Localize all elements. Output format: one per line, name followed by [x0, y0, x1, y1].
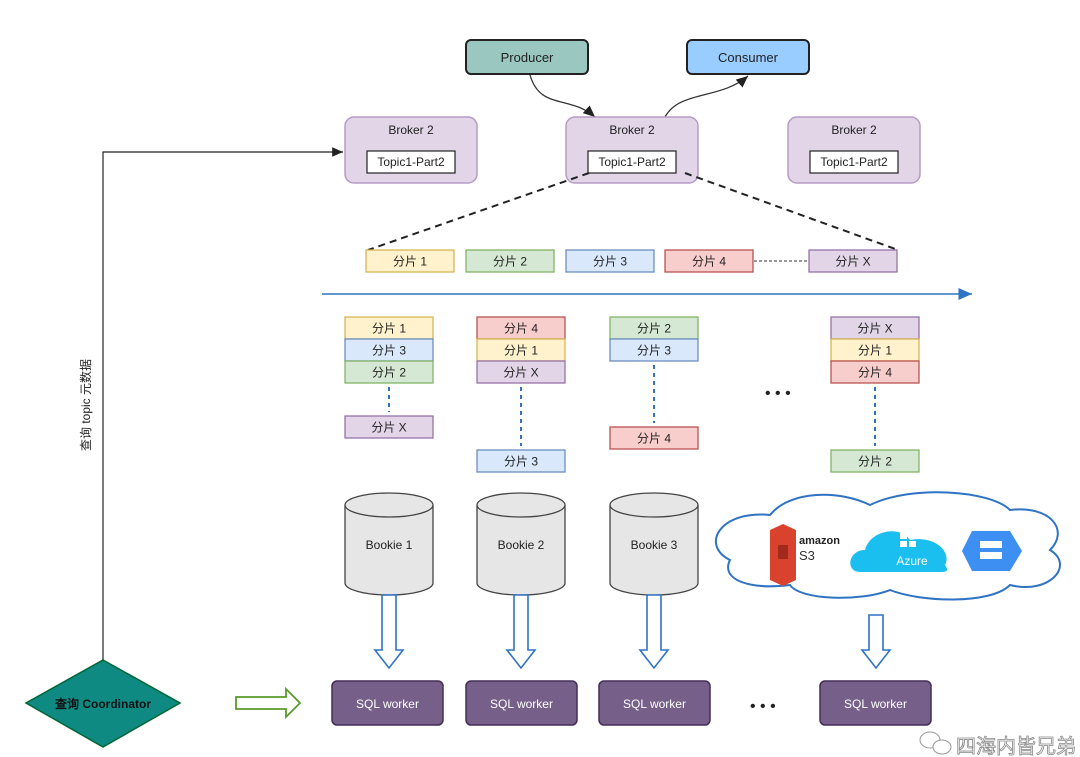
shard-label: 分片 1 [372, 322, 406, 336]
sql-worker-node: SQL worker [465, 680, 578, 726]
consumer-label: Consumer [718, 50, 779, 65]
shard-label: 分片 3 [593, 255, 627, 269]
shard-box: 分片 1 [830, 338, 920, 362]
topic-partition-box [809, 150, 899, 174]
bookie-shard-column: 分片 4 分片 1 分片 X 分片 3 [476, 316, 566, 473]
bookie-storage: Bookie 2 [476, 492, 566, 596]
shard-box: 分片 X [476, 360, 566, 384]
sql-worker-label: SQL worker [490, 697, 553, 711]
produce-arrow [529, 74, 596, 118]
shard-box: 分片 X [344, 415, 434, 439]
shard-label: 分片 1 [393, 255, 427, 269]
down-arrow-icon [638, 594, 670, 670]
shard-label: 分片 2 [493, 255, 527, 269]
shard-box: 分片 2 [344, 360, 434, 384]
expand-line-right [684, 172, 899, 251]
azure-cloud-icon [850, 531, 948, 572]
sql-worker-node: SQL worker [331, 680, 444, 726]
shard-label: 分片 4 [504, 322, 538, 336]
metadata-query-label: 查询 topic 元数据 [78, 359, 93, 451]
consume-arrow [664, 75, 749, 118]
shard-box: 分片 X [808, 249, 898, 273]
broker-node: Broker 2 Topic1-Part2 [787, 116, 921, 184]
bookie-storage: Bookie 3 [609, 492, 699, 596]
shard-label: 分片 3 [637, 344, 671, 358]
cloud-storage: amazon S3 Azure [714, 491, 1061, 601]
topic-partition-box [587, 150, 677, 174]
topic-partition-box [366, 150, 456, 174]
broker-node: Broker 2 Topic1-Part2 [344, 116, 478, 184]
sql-worker-node: SQL worker [819, 680, 932, 726]
bookie-shard-column: 分片 X 分片 1 分片 4 分片 2 [830, 316, 920, 473]
bookie-label: Bookie 1 [366, 538, 413, 552]
broker-label: Broker 2 [831, 123, 877, 137]
metadata-query-arrow [102, 147, 343, 660]
bookie-shard-column: 分片 2 分片 3 分片 4 [609, 316, 699, 450]
amazon-label: amazon [799, 535, 840, 547]
shard-label: 分片 2 [637, 322, 671, 336]
shard-label: 分片 3 [372, 344, 406, 358]
producer-node: Producer [465, 39, 589, 75]
shard-label: 分片 X [371, 421, 406, 435]
sql-worker-label: SQL worker [844, 697, 907, 711]
shard-label: 分片 1 [504, 344, 538, 358]
s3-label: S3 [799, 548, 815, 563]
shard-label: 分片 X [857, 322, 892, 336]
broker-label: Broker 2 [388, 123, 434, 137]
sql-worker-node: SQL worker [598, 680, 711, 726]
shard-label: 分片 1 [858, 344, 892, 358]
shard-box: 分片 4 [476, 316, 566, 340]
shard-box: 分片 3 [609, 338, 699, 362]
topic-partition-label: Topic1-Part2 [820, 155, 888, 169]
watermark-text: 四海内皆兄弟 [956, 735, 1076, 757]
shard-box: 分片 4 [609, 426, 699, 450]
sql-worker-label: SQL worker [356, 697, 419, 711]
bookie-storage: Bookie 1 [344, 492, 434, 596]
broker-node: Broker 2 Topic1-Part2 [565, 116, 699, 184]
shard-box: 分片 X [830, 316, 920, 340]
wechat-watermark: 四海内皆兄弟 [919, 731, 1076, 757]
shard-box: 分片 2 [465, 249, 555, 273]
shard-label: 分片 4 [692, 255, 726, 269]
coordinator-label: 查询 Coordinator [54, 696, 151, 711]
shard-box: 分片 2 [830, 449, 920, 473]
shard-box: 分片 3 [565, 249, 655, 273]
ellipsis-workers: • • • [750, 698, 776, 715]
shard-box: 分片 1 [476, 338, 566, 362]
shard-label: 分片 4 [637, 432, 671, 446]
producer-label: Producer [501, 50, 554, 65]
shard-box: 分片 3 [476, 449, 566, 473]
azure-label: Azure [896, 554, 928, 568]
shard-label: 分片 X [503, 366, 538, 380]
shard-box: 分片 1 [365, 249, 455, 273]
dispatch-arrow [235, 686, 302, 720]
shard-box: 分片 1 [344, 316, 434, 340]
topic-partition-label: Topic1-Part2 [598, 155, 666, 169]
bookie-label: Bookie 2 [498, 538, 545, 552]
shard-box: 分片 4 [664, 249, 754, 273]
bookie-shard-column: 分片 1 分片 3 分片 2 分片 X [344, 316, 434, 439]
consumer-node: Consumer [686, 39, 810, 75]
shard-box: 分片 2 [609, 316, 699, 340]
shard-label: 分片 4 [858, 366, 892, 380]
shard-label: 分片 2 [372, 366, 406, 380]
shard-box: 分片 3 [344, 338, 434, 362]
shard-box: 分片 4 [830, 360, 920, 384]
bookie-label: Bookie 3 [631, 538, 678, 552]
down-arrow-icon [505, 594, 537, 670]
query-coordinator: 查询 Coordinator [24, 659, 182, 748]
google-cloud-storage-icon [962, 531, 1022, 571]
sql-worker-label: SQL worker [623, 697, 686, 711]
ellipsis-columns: • • • [765, 385, 791, 402]
shard-label: 分片 3 [504, 455, 538, 469]
amazon-s3-icon [770, 524, 796, 586]
down-arrow-icon [860, 614, 892, 670]
shard-label: 分片 X [835, 255, 870, 269]
topic-partition-label: Topic1-Part2 [377, 155, 445, 169]
broker-label: Broker 2 [609, 123, 655, 137]
expand-line-left [367, 172, 590, 251]
down-arrow-icon [373, 594, 405, 670]
shard-label: 分片 2 [858, 455, 892, 469]
